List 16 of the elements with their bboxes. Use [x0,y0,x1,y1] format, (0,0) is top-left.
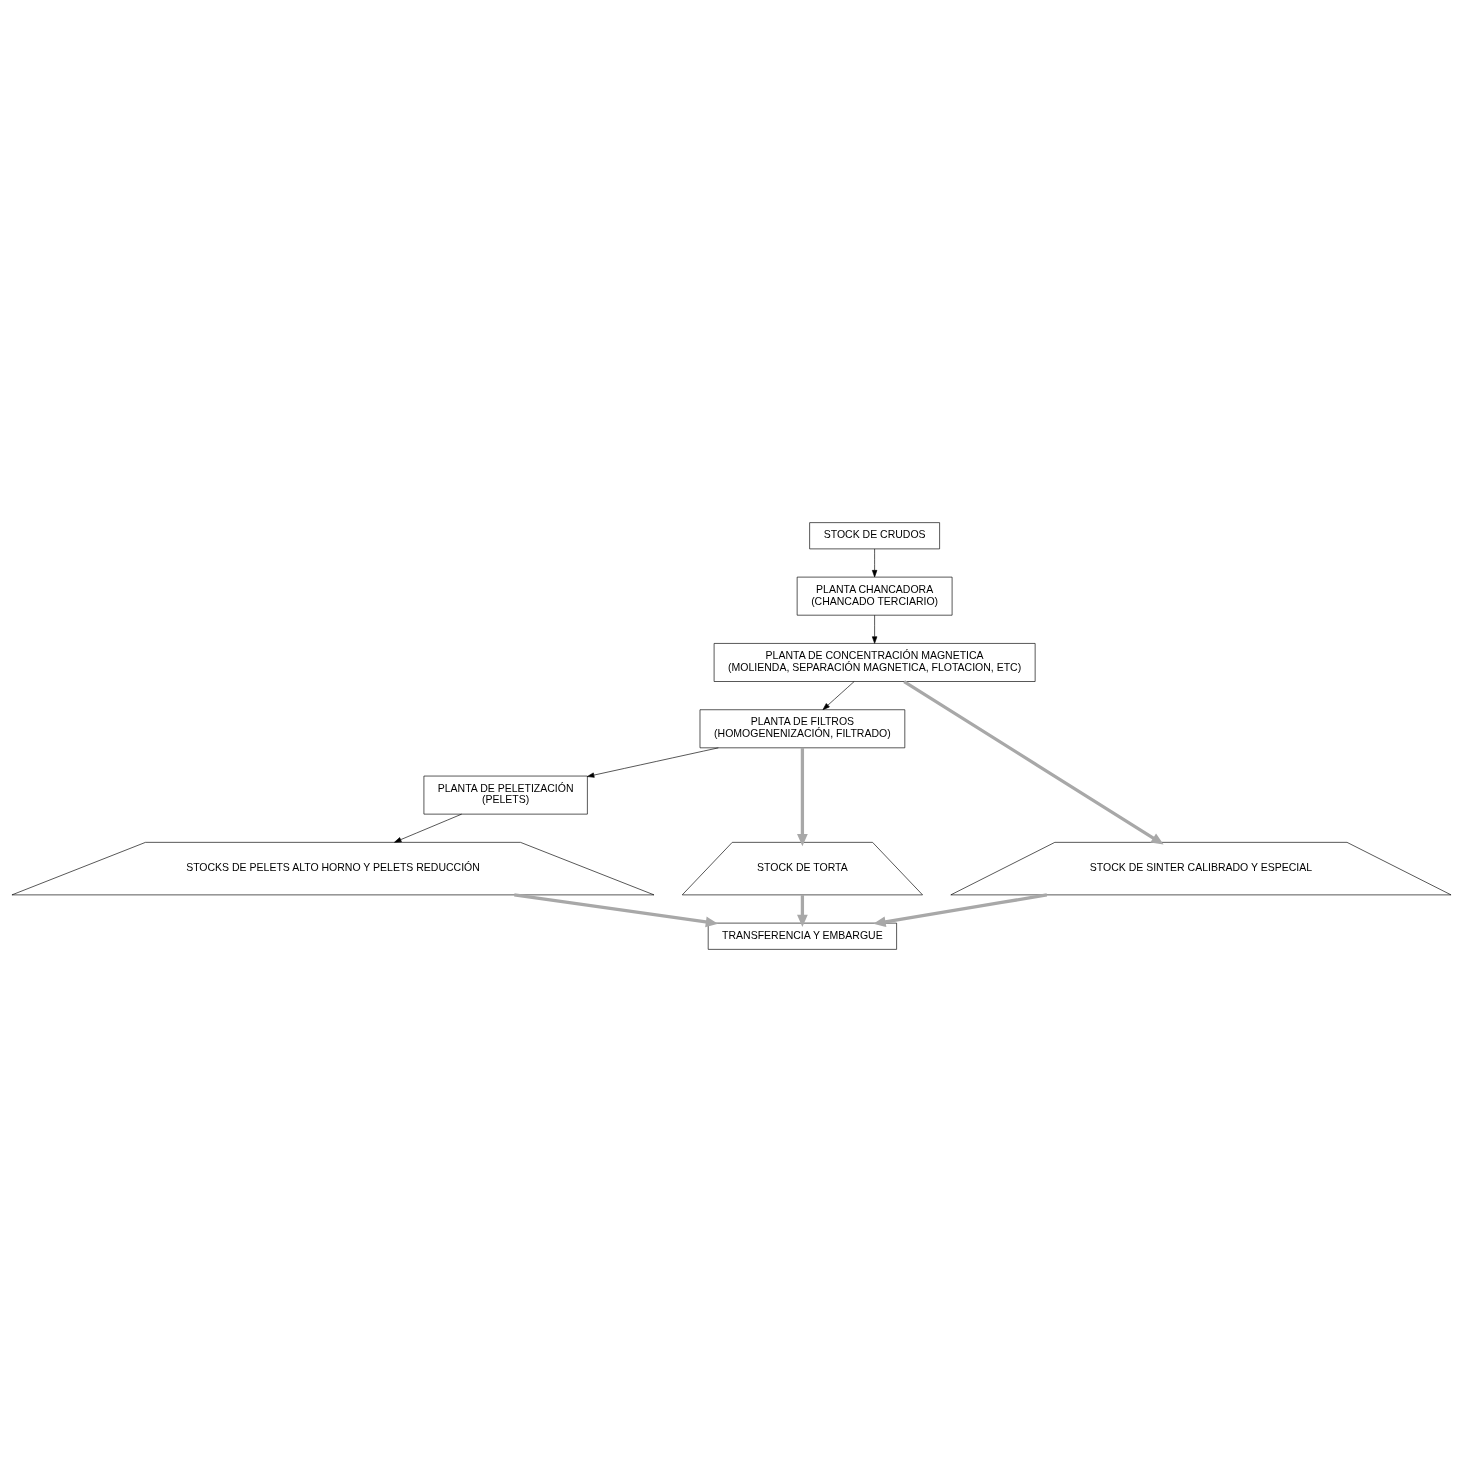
arrow [873,893,1048,928]
arrow [822,681,855,710]
node-box: PLANTA DE PELETIZACIÓN (PELETS) [423,775,588,815]
node-box: PLANTA CHANCADORA (CHANCADO TERCIARIO) [796,576,953,616]
arrow [872,548,878,578]
arrow [394,813,462,843]
arrow [797,894,808,928]
arrow [587,747,719,778]
arrow [514,893,719,928]
node-box: STOCK DE CRUDOS [809,522,940,550]
arrow [797,747,808,847]
node-box: TRANSFERENCIA Y EMBARGUE [707,922,897,950]
arrow [872,614,878,644]
node-box: PLANTA DE CONCENTRACIÓN MAGNETICA (MOLIENDA, SEPARACIÓN MAGNETICA, FLOTACION, ETC) [713,643,1036,682]
arrow [903,680,1164,845]
node-box: PLANTA DE FILTROS (HOMOGENENIZACIÓN, FILTRADO) [699,709,906,749]
